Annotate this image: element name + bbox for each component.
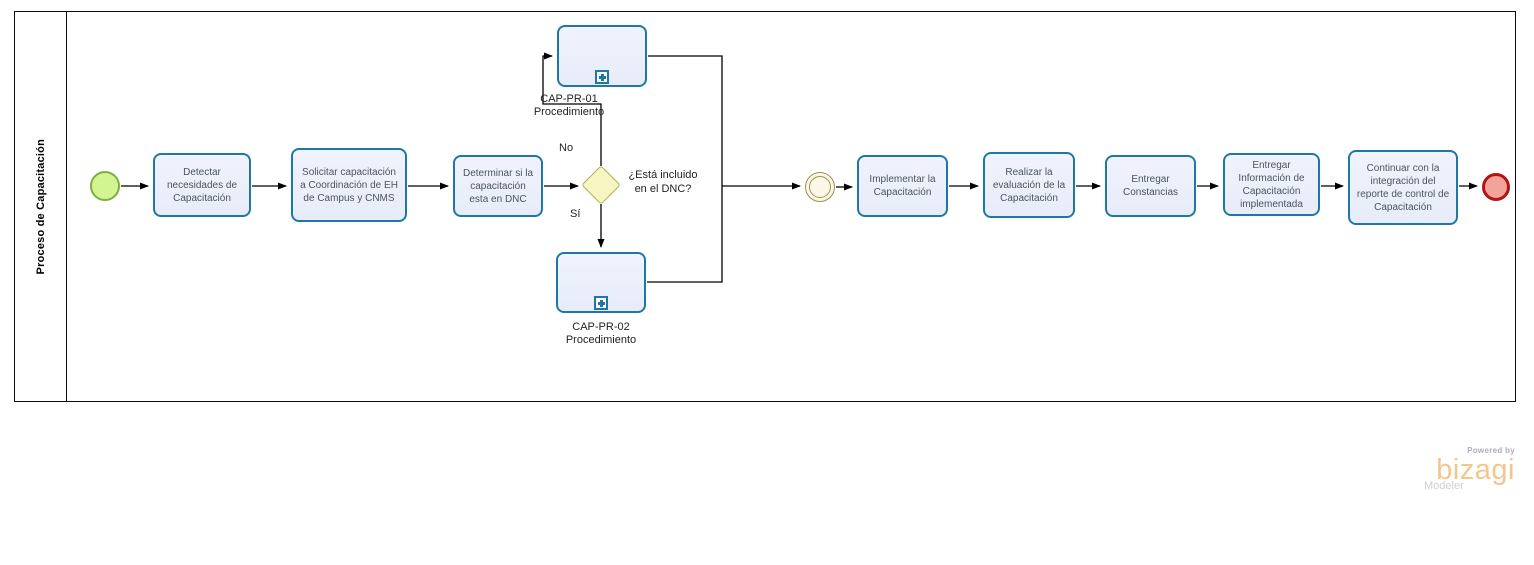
task-implementar-capacitacion[interactable]: Implementar la Capacitación <box>857 155 948 217</box>
subprocess-cap-pr-01[interactable] <box>557 25 647 87</box>
subprocess-cap-pr-02-label: CAP-PR-02 Procedimiento <box>551 321 651 347</box>
task-entregar-constancias[interactable]: Entregar Constancias <box>1105 155 1196 217</box>
task-entregar-informacion[interactable]: Entregar Información de Capacitación imp… <box>1223 153 1320 216</box>
flow-cap-pr-02-out[interactable] <box>647 186 723 283</box>
bizagi-logo: Powered by bizagi Modeler <box>1423 446 1515 492</box>
powered-by-text: Powered by <box>1467 446 1515 455</box>
task-solicitar-capacitacion[interactable]: Solicitar capacitación a Coordinación de… <box>291 148 407 222</box>
subprocess-type: Procedimiento <box>565 334 637 346</box>
intermediate-event-inner-ring <box>809 176 831 198</box>
task-realizar-evaluacion[interactable]: Realizar la evaluación de la Capacitació… <box>983 152 1075 218</box>
task-detectar-necesidades[interactable]: Detectar necesidades de Capacitación <box>153 153 251 217</box>
start-event[interactable] <box>90 171 120 201</box>
subprocess-plus-icon[interactable] <box>594 296 608 310</box>
subprocess-code: CAP-PR-01 <box>540 93 598 105</box>
subprocess-plus-icon[interactable] <box>595 70 609 84</box>
subprocess-cap-pr-01-label: CAP-PR-01 Procedimiento <box>519 93 619 119</box>
intermediate-event[interactable] <box>805 172 835 202</box>
gateway-branch-yes-label: Sí <box>570 208 581 220</box>
subprocess-type: Procedimiento <box>533 106 605 118</box>
flow-cap-pr-01-out[interactable] <box>648 55 723 186</box>
gateway-question-label: ¿Está incluido en el DNC? <box>628 169 698 195</box>
task-determinar-dnc[interactable]: Determinar si la capacitación esta en DN… <box>453 155 543 217</box>
lane-header: Proceso de Capacitación <box>15 12 67 401</box>
gateway-branch-no-label: No <box>559 142 574 154</box>
subprocess-cap-pr-02[interactable] <box>556 252 646 313</box>
bizagi-brand-text: bizagi <box>1436 454 1515 486</box>
modeler-text: Modeler <box>1424 480 1464 492</box>
end-event[interactable] <box>1482 173 1510 201</box>
subprocess-code: CAP-PR-02 <box>572 321 630 333</box>
flow-gateway-no-to-cap-pr-01[interactable] <box>542 52 602 166</box>
task-continuar-integracion[interactable]: Continuar con la integración del reporte… <box>1348 150 1458 225</box>
